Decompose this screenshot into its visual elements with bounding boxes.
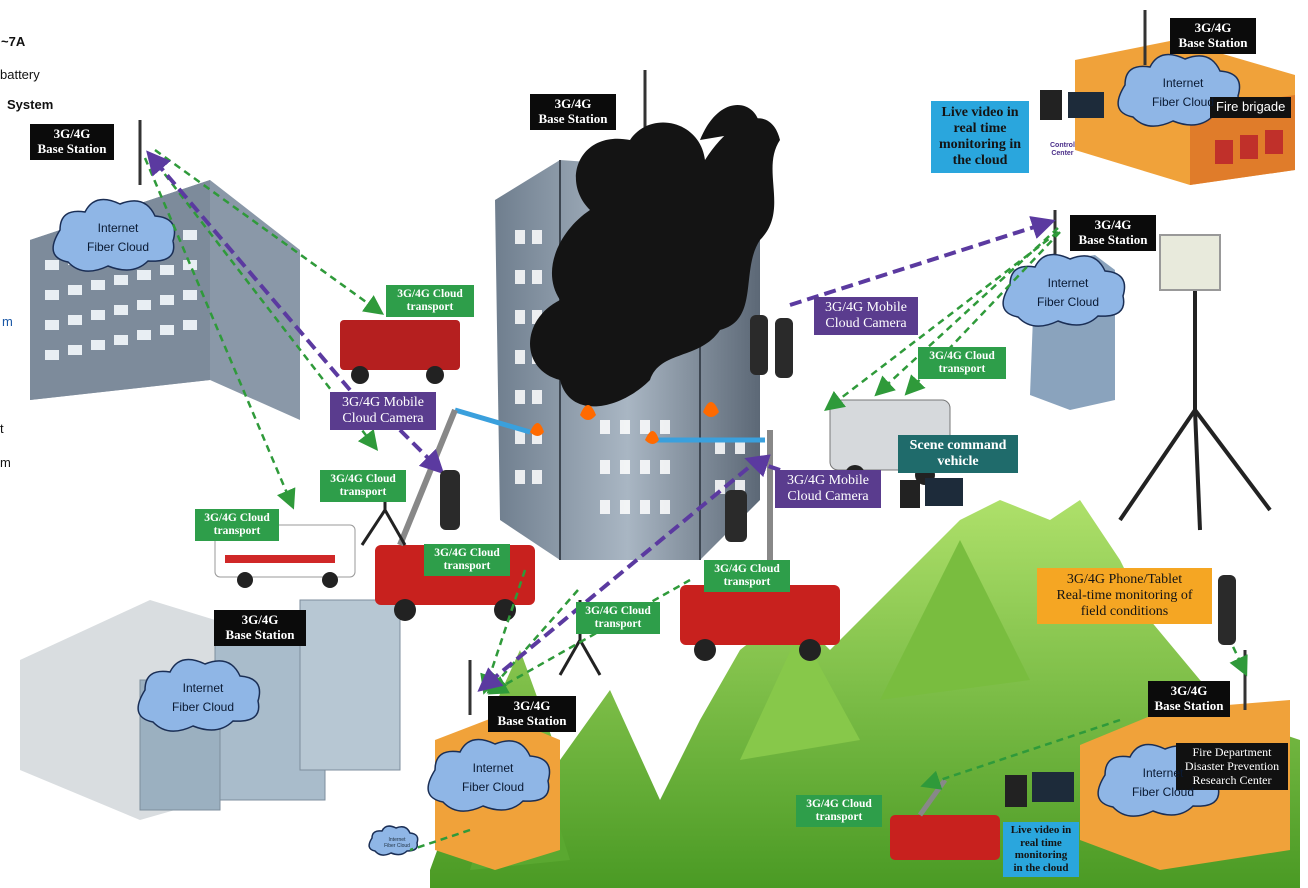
cloud-fiber-text: Fiber Cloud <box>1036 294 1100 309</box>
office-building-left <box>30 120 300 420</box>
cloud-label-left: Internet Fiber Cloud <box>78 219 158 256</box>
water-jet-left <box>454 407 531 435</box>
cloud-internet-text: Internet <box>1162 76 1204 90</box>
cloud-fiber-text: Fiber Cloud <box>1151 94 1215 109</box>
live-video-label-small: Live video in real time monitoring in th… <box>1003 822 1079 877</box>
cloud-transport-label-5: 3G/4G Cloud transport <box>424 544 510 577</box>
purple-camera-arrows <box>146 150 1056 692</box>
base-station-label-right: 3G/4G Base Station <box>1070 215 1156 251</box>
research-monitors <box>1005 772 1074 807</box>
base-station-label-left: 3G/4G Base Station <box>30 124 114 160</box>
tiny-cloud-label: Internet Fiber Cloud <box>384 837 410 849</box>
cloud-fiber-text: Fiber Cloud <box>171 699 235 714</box>
base-station-label-bottom-right: 3G/4G Base Station <box>1148 681 1230 717</box>
cloud-label-bottom-left: Internet Fiber Cloud <box>163 679 243 716</box>
cloud-internet-text: Internet <box>1047 276 1089 290</box>
cloud-transport-label-4: 3G/4G Cloud transport <box>195 509 279 542</box>
side-text-4: m <box>2 314 13 329</box>
cloud-fiber-text: Fiber Cloud <box>1131 784 1195 799</box>
cloud-transport-label-3: 3G/4G Cloud transport <box>320 470 406 503</box>
cloud-transport-label-2: 3G/4G Cloud transport <box>918 347 1006 380</box>
control-center-label: Control Center <box>1050 142 1075 157</box>
live-video-label: Live video in real time monitoring in th… <box>931 101 1029 174</box>
cloud-shapes <box>52 53 1241 856</box>
smoke-plume <box>530 105 780 407</box>
base-station-label-top-right: 3G/4G Base Station <box>1170 18 1256 54</box>
fire-truck-ladder-right <box>680 430 840 661</box>
cloud-transport-label-1: 3G/4G Cloud transport <box>386 285 474 318</box>
fire-brigade-label: Fire brigade <box>1210 97 1292 118</box>
cloud-fiber-text: Fiber Cloud <box>461 779 525 794</box>
flames <box>530 402 719 444</box>
side-text-6: m <box>0 455 11 470</box>
scene-command-vehicle-label: Scene command vehicle <box>898 435 1018 474</box>
phone-tablet-label: 3G/4G Phone/Tablet Real-time monitoring … <box>1037 568 1212 625</box>
cloud-transport-label-6: 3G/4G Cloud transport <box>704 560 790 593</box>
cloud-label-bottom-right: Internet Fiber Cloud <box>1123 764 1203 801</box>
cloud-label-right: Internet Fiber Cloud <box>1028 274 1108 311</box>
mobile-camera-label-top-right: 3G/4G Mobile Cloud Camera <box>814 297 918 336</box>
side-text-5: t <box>0 421 4 436</box>
research-center-label: Fire Department Disaster Prevention Rese… <box>1176 743 1288 791</box>
vehicle-monitors <box>900 478 963 508</box>
cloud-internet-text: Internet <box>97 221 139 235</box>
side-text-2: battery <box>0 67 40 82</box>
mobile-camera-label-left: 3G/4G Mobile Cloud Camera <box>330 392 436 431</box>
control-center-monitors <box>1040 90 1104 120</box>
tripod-camera <box>1118 234 1272 531</box>
mobile-camera-label-bottom-right: 3G/4G Mobile Cloud Camera <box>775 470 881 509</box>
cloud-internet-text: Internet <box>182 681 224 695</box>
cloud-label-bottom-center: Internet Fiber Cloud <box>453 759 533 796</box>
side-text-3: System <box>7 97 54 112</box>
base-station-label-center: 3G/4G Base Station <box>530 94 616 130</box>
base-station-label-bottom-left: 3G/4G Base Station <box>214 610 306 646</box>
side-text-1: ~7A <box>1 34 26 49</box>
base-station-label-bottom-center: 3G/4G Base Station <box>488 696 576 732</box>
firefighters <box>440 315 1236 645</box>
cloud-internet-text: Internet <box>472 761 514 775</box>
cloud-label-top-right: Internet Fiber Cloud <box>1143 74 1223 111</box>
fire-truck-top <box>340 320 460 384</box>
cloud-fiber-text: Fiber Cloud <box>86 239 150 254</box>
cloud-internet-text: Internet <box>1142 766 1184 780</box>
cloud-transport-label-8: 3G/4G Cloud transport <box>796 795 882 828</box>
cloud-transport-label-7: 3G/4G Cloud transport <box>576 602 660 635</box>
